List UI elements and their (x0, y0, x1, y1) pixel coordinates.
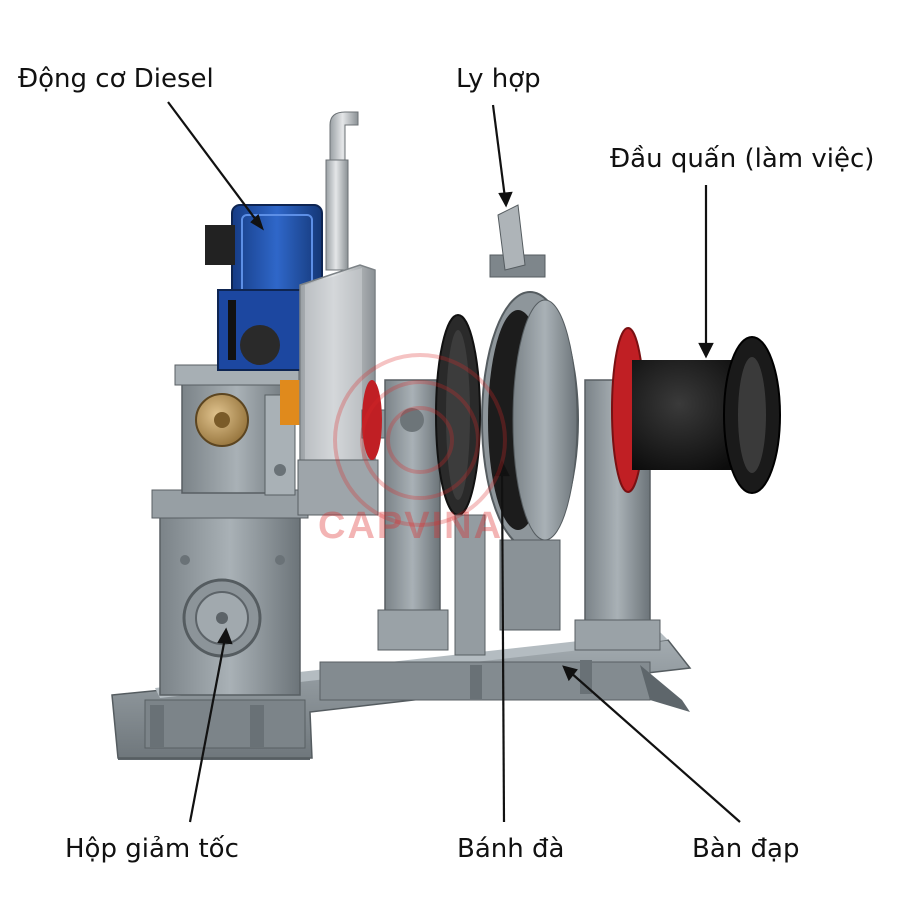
shaft-assembly (361, 379, 449, 651)
pointer-gearbox (188, 637, 227, 823)
pointer-engine-head (250, 213, 264, 231)
pointer-flywheel-head (494, 460, 510, 477)
clutch-assembly (481, 204, 579, 631)
gearbox (151, 364, 309, 696)
annotation-lines (167, 101, 741, 823)
pointer-flywheel (500, 469, 506, 823)
pointer-clutch (491, 104, 507, 199)
drum-assembly (574, 327, 781, 651)
flywheel (435, 314, 486, 656)
pointer-base (569, 671, 741, 823)
label-clutch: Ly hợp (456, 64, 541, 94)
watermark-text: CAPVINA (318, 505, 504, 547)
label-flywheel: Bánh đà (457, 834, 565, 864)
pointer-base-head (562, 665, 578, 682)
label-base: Bàn đạp (692, 834, 800, 864)
pointer-gearbox-head (217, 627, 233, 645)
pointer-drum-head (698, 342, 714, 359)
label-diesel-engine: Động cơ Diesel (18, 64, 214, 94)
pointer-clutch-head (498, 191, 513, 208)
transmission-cover (297, 264, 379, 516)
diesel-engine (205, 111, 359, 425)
watermark-logo (333, 353, 507, 527)
label-gearbox: Hộp giảm tốc (65, 834, 239, 864)
label-drum: Đầu quấn (làm việc) (610, 144, 875, 174)
pointer-engine (167, 101, 263, 229)
